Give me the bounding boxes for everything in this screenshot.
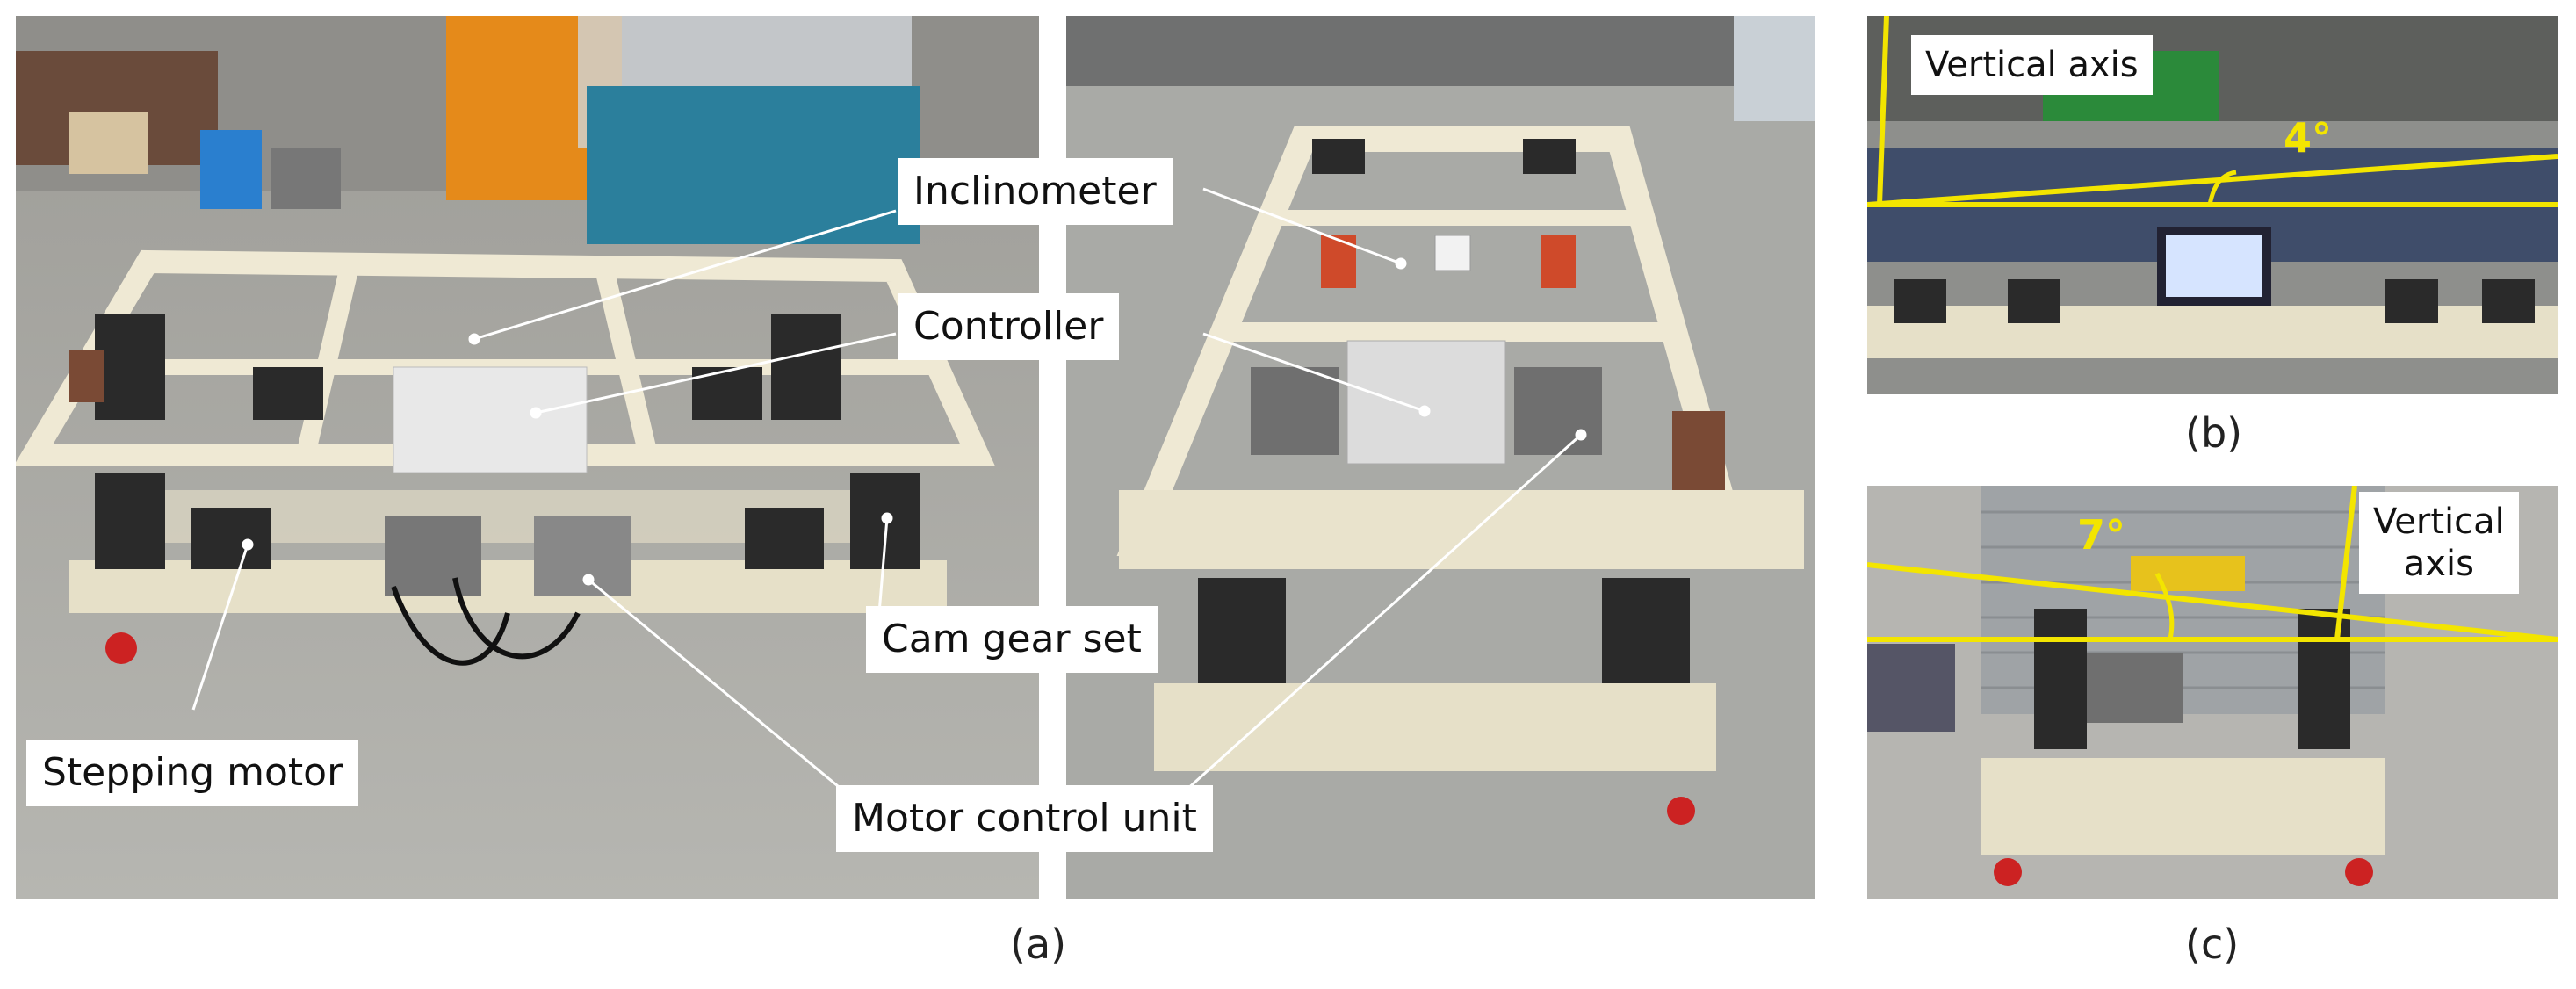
inclinometer-label: Inclinometer: [898, 158, 1173, 225]
caption-c: (c): [2185, 920, 2240, 968]
vertical-axis-label-b: Vertical axis: [1911, 35, 2153, 95]
motor-control-unit-label: Motor control unit: [836, 785, 1213, 852]
cam-gear-set-label: Cam gear set: [866, 606, 1158, 673]
caption-b: (b): [2185, 409, 2243, 457]
photo-a-right: [1066, 16, 1815, 899]
controller-label: Controller: [898, 293, 1120, 360]
vertical-axis-label-c: Vertical axis: [2359, 492, 2519, 594]
photo-c: [1867, 486, 2558, 899]
angle-label-c: 7°: [2077, 511, 2126, 559]
caption-a: (a): [1010, 920, 1067, 968]
angle-label-b: 4°: [2284, 114, 2333, 162]
stepping-motor-label: Stepping motor: [26, 740, 359, 806]
